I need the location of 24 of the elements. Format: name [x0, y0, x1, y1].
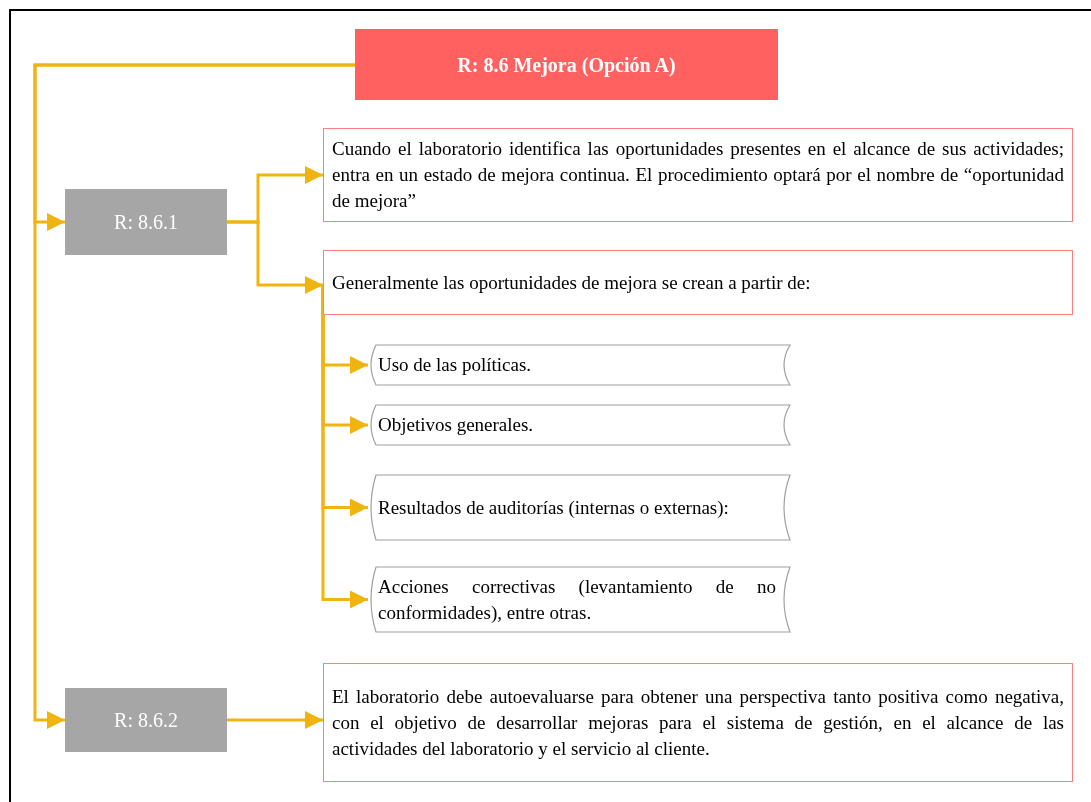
scroll-box	[368, 567, 790, 632]
description-text: Generalmente las oportunidades de mejora se crean a partir de:	[332, 270, 812, 295]
arrow	[321, 285, 368, 609]
scroll-box	[368, 475, 790, 540]
title-box	[355, 29, 778, 100]
list-item-text: Acciones correctivas (levantamiento de no conformidades), entre otras.	[378, 574, 776, 625]
arrow	[227, 220, 323, 294]
section-label: R: 8.6.1	[114, 210, 178, 235]
section-label: R: 8.6.2	[114, 708, 178, 733]
section-box	[65, 688, 227, 752]
description-text: Cuando el laboratorio identifica las oportunidades presentes en el alcance de sus actividades; entra en un estado de mejora continua. El procedimiento optará por el nombre de “oportunidad de mejora”	[332, 137, 1064, 213]
scroll-box	[368, 405, 790, 445]
list-item-text: Resultados de auditorías (internas o externas):	[378, 495, 730, 520]
text-box	[323, 250, 1073, 315]
list-item-text: Uso de las políticas.	[378, 353, 533, 377]
list-item-text: Objetivos generales.	[378, 413, 535, 437]
description-text: El laboratorio debe autoevaluarse para obtener una perspectiva tanto positiva como negativa, con el objetivo de desarrollar mejoras para el sistema de gestión, en el alcance de las actividades del laboratorio y el servicio al cliente.	[332, 684, 1064, 761]
title-text: R: 8.6 Mejora (Opción A)	[457, 52, 676, 78]
arrow	[33, 63, 355, 729]
arrow	[227, 711, 323, 729]
section-box	[65, 189, 227, 255]
text-box	[323, 128, 1073, 222]
text-box	[323, 663, 1073, 782]
scroll-box	[368, 345, 790, 385]
